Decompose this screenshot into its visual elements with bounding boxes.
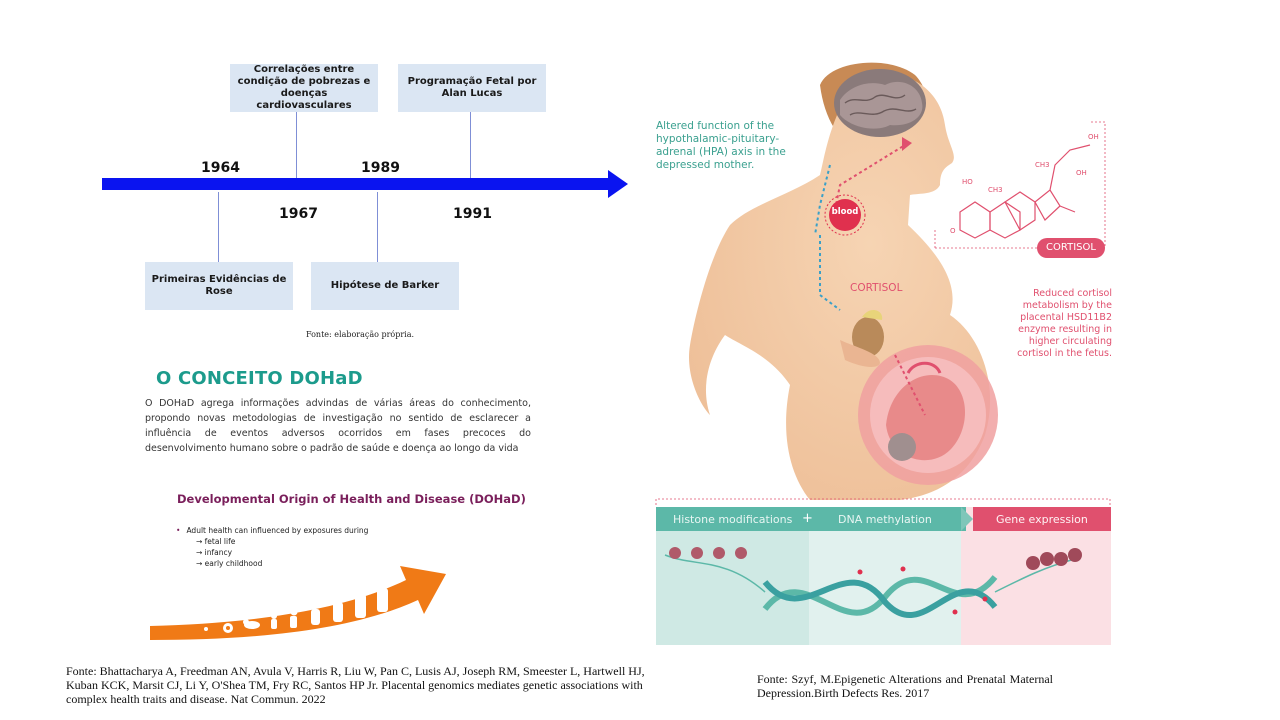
cortisol-label: CORTISOL [850, 282, 903, 294]
band-plus: + [802, 511, 813, 526]
timeline-box-barker: Hipótese de Barker [311, 262, 459, 310]
timeline-connector [296, 112, 297, 178]
timeline-connector [377, 192, 378, 262]
timeline-connector [470, 112, 471, 178]
sub-item: → infancy [196, 548, 233, 557]
cortisol-badge: CORTISOL [1037, 238, 1105, 258]
year-1967: 1967 [279, 206, 318, 222]
molecule-ch3b: CH3 [1035, 161, 1050, 169]
molecule-ho: HO [962, 178, 973, 186]
bullet-text: Adult health can influenced by exposures… [186, 526, 369, 535]
source-right: Fonte: Szyf, M.Epigenetic Alterations an… [757, 672, 1053, 700]
pregnant-woman-illustration [689, 62, 998, 500]
cortisol-molecule [934, 121, 1106, 249]
band-gene-expression: Gene expression [996, 513, 1088, 526]
molecule-o: O [950, 227, 956, 235]
source-left: Fonte: Bhattacharya A, Freedman AN, Avul… [66, 664, 645, 706]
band-dna-methylation: DNA methylation [838, 513, 932, 526]
timeline-source: Fonte: elaboração própria. [306, 330, 415, 339]
blood-label: blood [831, 207, 859, 217]
bullet-icon: • [176, 526, 181, 535]
timeline-box-rose: Primeiras Evidências de Rose [145, 262, 293, 310]
molecule-ch3a: CH3 [988, 186, 1003, 194]
band-histone-modifications: Histone modifications [673, 513, 793, 526]
concept-paragraph: O DOHaD agrega informações advindas de v… [145, 398, 531, 454]
hpa-text: Altered function of the hypothalamic-pit… [656, 120, 786, 171]
sub-item: → early childhood [196, 559, 263, 568]
year-1989: 1989 [361, 160, 400, 176]
timeline-box-poverty: Correlações entre condição de pobrezas e… [230, 64, 378, 112]
molecule-oh1: OH [1088, 133, 1099, 141]
reduced-cortisol-text: Reduced cortisol metabolism by the place… [1017, 288, 1112, 359]
timeline-arrow [102, 170, 628, 198]
dohad-bullet-list: • Adult health can influenced by exposure… [176, 525, 368, 569]
sub-item: → fetal life [196, 537, 236, 546]
year-1964: 1964 [201, 160, 240, 176]
year-1991: 1991 [453, 206, 492, 222]
life-course-arrow-illustration [150, 566, 446, 640]
epigenetic-panel [655, 498, 1111, 645]
dohad-figure-title: Developmental Origin of Health and Disea… [177, 492, 526, 506]
timeline-connector [218, 192, 219, 262]
timeline-box-fetal-programming: Programação Fetal por Alan Lucas [398, 64, 546, 112]
concept-title: O CONCEITO DOHaD [156, 368, 363, 389]
molecule-oh2: OH [1076, 169, 1087, 177]
